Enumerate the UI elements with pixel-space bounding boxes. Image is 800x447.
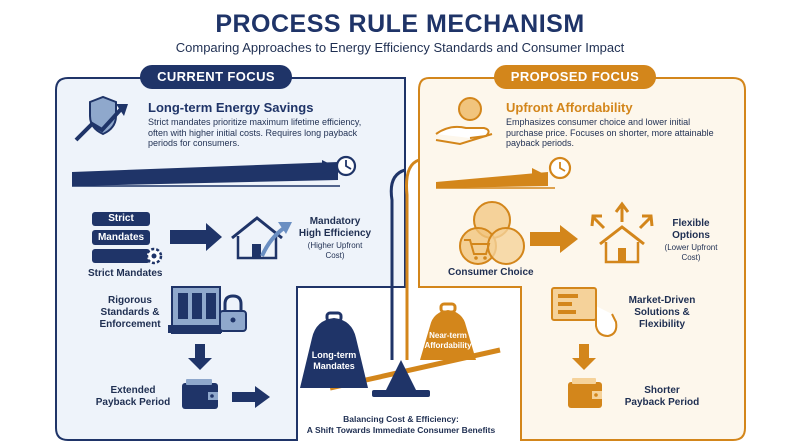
cart-icon: [464, 239, 491, 260]
hand-coin-icon: [435, 97, 493, 146]
rigorous-label: Rigorous Standards & Enforcement: [99, 295, 161, 330]
center-connector-navy: [389, 168, 406, 360]
extended-payback-label: Extended Payback Period: [95, 385, 171, 408]
arrow-down-proposed: [572, 344, 596, 370]
proposed-panel: [418, 77, 746, 441]
lock-icon: [219, 294, 247, 332]
clock-icon-proposed: [548, 156, 572, 180]
arrow-wallet-right: [232, 386, 270, 408]
mandatory-sub: (Higher Upfront Cost): [307, 241, 363, 260]
gear-icon: [145, 247, 163, 265]
balance-scale: [300, 302, 501, 397]
wallet-icon-current: [182, 379, 218, 409]
stack-line-2: Mandates: [97, 232, 145, 243]
proposed-heading: Upfront Affordability: [506, 100, 633, 115]
arrow-choice-to-house: [530, 225, 578, 253]
flexible-label: Flexible Options: [672, 218, 710, 241]
mandate-stack: [92, 212, 150, 263]
factory-icon: [168, 286, 222, 334]
screen-hand-icon: [551, 287, 618, 338]
stack-line-1: Strict: [108, 213, 134, 224]
short-timeline: [436, 168, 555, 189]
flexible-sub: (Lower Upfront Cost): [664, 243, 718, 262]
shield-growth-icon: [74, 95, 128, 142]
page-title: PROCESS RULE MECHANISM: [215, 10, 585, 38]
proposed-focus-label: PROPOSED FOCUS: [494, 65, 656, 89]
shorter-payback-label: Shorter Payback Period: [624, 385, 700, 408]
strict-mandates-label: Strict Mandates: [88, 268, 163, 279]
current-focus-label: CURRENT FOCUS: [140, 65, 292, 89]
consumer-choice-label: Consumer Choice: [448, 267, 534, 278]
proposed-description: Emphasizes consumer choice and lower ini…: [506, 117, 714, 148]
house-arrows-icon: [590, 201, 654, 264]
choice-venn: [459, 201, 525, 265]
wallet-icon-proposed: [568, 378, 602, 408]
page-subtitle: Comparing Approaches to Energy Efficienc…: [175, 40, 625, 55]
long-timeline: [72, 160, 340, 187]
house-arrow-icon: [231, 216, 292, 260]
left-weight-label: Long-term Mandates: [311, 350, 357, 371]
arrow-stack-to-house: [170, 223, 222, 251]
current-heading: Long-term Energy Savings: [148, 100, 314, 115]
current-description: Strict mandates prioritize maximum lifet…: [148, 117, 362, 148]
mandatory-label: Mandatory High Efficiency: [298, 216, 372, 239]
arrow-down-current: [188, 344, 212, 370]
balance-caption: Balancing Cost & Efficiency: A Shift Tow…: [306, 414, 496, 435]
clock-icon: [335, 155, 357, 177]
market-driven-label: Market-Driven Solutions & Flexibility: [628, 295, 696, 330]
right-weight-label: Near-term Affordability: [424, 331, 472, 350]
center-connector-orange: [405, 158, 420, 360]
